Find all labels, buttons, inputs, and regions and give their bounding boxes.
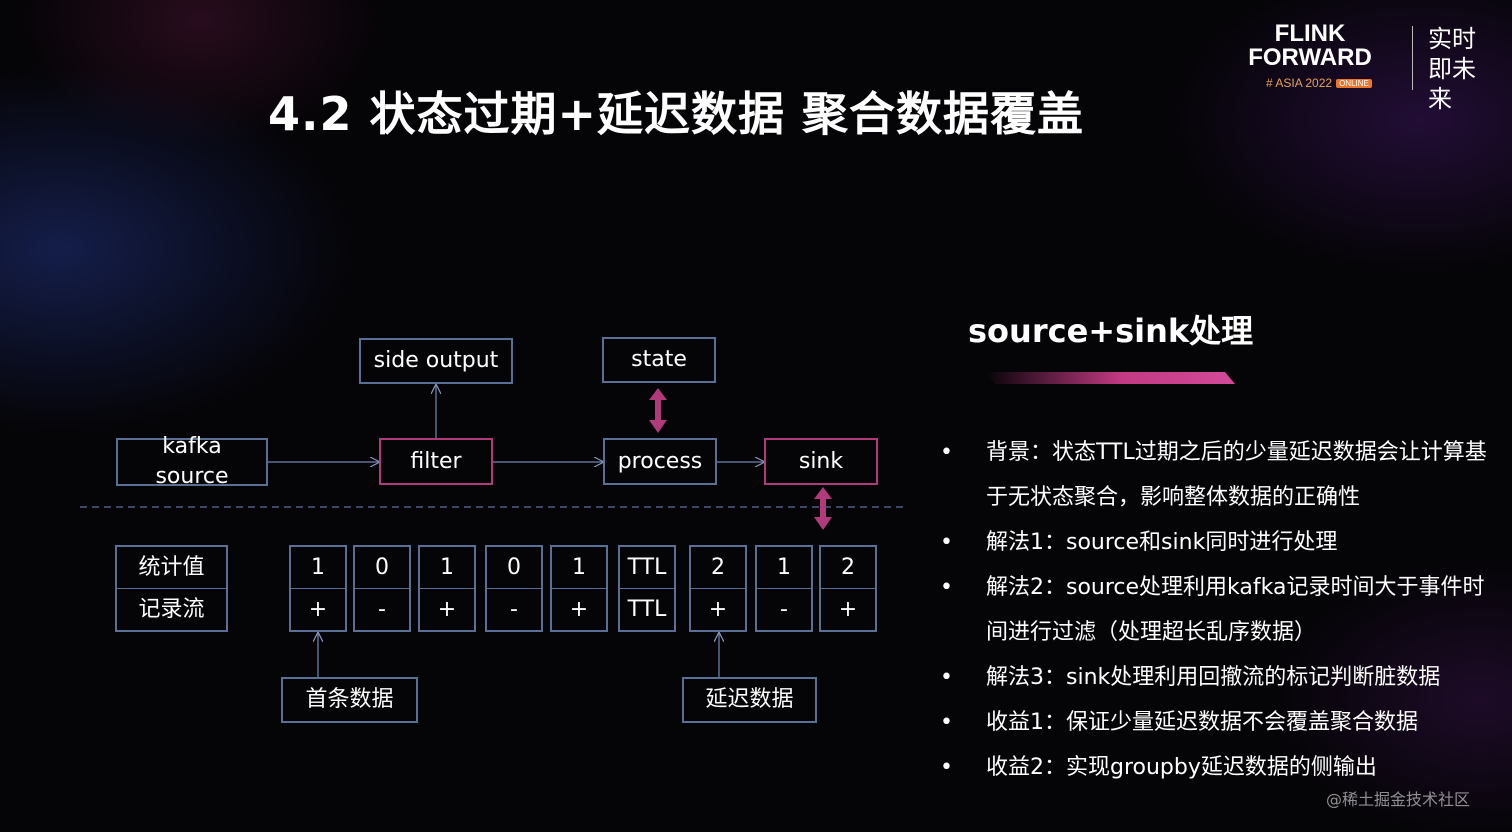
stream-row-label: 记录流 bbox=[115, 588, 228, 632]
side-output-label: side output bbox=[373, 348, 499, 373]
logo-line2: FORWARD bbox=[1248, 44, 1372, 71]
stream-cell-value: + bbox=[838, 597, 858, 622]
process-node: process bbox=[603, 438, 717, 485]
stat-cell: 1 bbox=[550, 545, 608, 589]
stream-cell-value: + bbox=[308, 597, 328, 622]
stream-cell: + bbox=[550, 588, 608, 632]
logo-line1: FLINK bbox=[1274, 20, 1346, 47]
state-node: state bbox=[602, 337, 716, 383]
logo-sub-text: # ASIA 2022 bbox=[1266, 76, 1333, 90]
stat-cell-value: 1 bbox=[440, 555, 454, 580]
sink-node: sink bbox=[764, 438, 878, 485]
logo-online-badge: ONLINE bbox=[1336, 79, 1372, 89]
stream-cell: - bbox=[755, 588, 813, 632]
stat-cell: 2 bbox=[819, 545, 877, 589]
stat-cell: 1 bbox=[289, 545, 347, 589]
stat-cell-value: 0 bbox=[375, 555, 389, 580]
double-arrow-state-process bbox=[649, 388, 667, 433]
stream-cell: + bbox=[819, 588, 877, 632]
stream-cell: + bbox=[418, 588, 476, 632]
kafka-source-node: kafka source bbox=[116, 434, 268, 489]
stat-cell-value: TTL bbox=[627, 555, 667, 580]
stat-cell-value: 2 bbox=[841, 555, 855, 580]
stat-cell-value: 2 bbox=[711, 555, 725, 580]
stream-cell: TTL bbox=[618, 588, 676, 632]
stat-cell-value: 0 bbox=[507, 555, 521, 580]
stat-cell: 1 bbox=[418, 545, 476, 589]
stat-cell-value: 1 bbox=[311, 555, 325, 580]
bullet-item: 解法2：source处理利用kafka记录时间大于事件时间进行过滤（处理超长乱序… bbox=[940, 565, 1505, 655]
state-label: state bbox=[631, 347, 687, 372]
stream-cell-value: - bbox=[510, 597, 518, 622]
stream-cell-value: - bbox=[378, 597, 386, 622]
stream-cell: + bbox=[289, 588, 347, 632]
watermark: @稀土掘金技术社区 bbox=[1326, 790, 1471, 809]
bullet-item: 收益2：实现groupby延迟数据的侧输出 bbox=[940, 745, 1505, 790]
section-title: source+sink处理 bbox=[968, 312, 1254, 350]
stat-row-label-text: 统计值 bbox=[138, 554, 205, 580]
sink-label: sink bbox=[798, 448, 844, 474]
stat-cell-value: 1 bbox=[572, 555, 586, 580]
stream-cell: + bbox=[689, 588, 747, 632]
process-label: process bbox=[617, 448, 703, 474]
bullet-list: 背景：状态TTL过期之后的少量延迟数据会让计算基于无状态聚合，影响整体数据的正确… bbox=[940, 430, 1505, 790]
stat-cell: 1 bbox=[755, 545, 813, 589]
late-data-label: 延迟数据 bbox=[705, 687, 794, 712]
stream-cell-value: + bbox=[569, 597, 589, 622]
stat-cell: 0 bbox=[353, 545, 411, 589]
side-output-node: side output bbox=[359, 338, 513, 384]
stream-cell: - bbox=[485, 588, 543, 632]
slide-title: 4.2 状态过期+延迟数据 聚合数据覆盖 bbox=[268, 87, 1085, 141]
stream-row-label-text: 记录流 bbox=[138, 596, 205, 622]
kafka-source-label: kafka source bbox=[155, 434, 229, 489]
late-data-annotation: 延迟数据 bbox=[682, 677, 817, 723]
first-data-label: 首条数据 bbox=[305, 687, 394, 712]
stream-cell-value: + bbox=[437, 597, 457, 622]
bullet-item: 解法3：sink处理利用回撤流的标记判断脏数据 bbox=[940, 655, 1505, 700]
stream-cell-value: TTL bbox=[627, 597, 667, 622]
filter-node: filter bbox=[379, 438, 493, 485]
stat-cell: TTL bbox=[618, 545, 676, 589]
stat-row-label: 统计值 bbox=[115, 545, 228, 589]
stream-cell-value: - bbox=[780, 597, 788, 622]
bullet-item: 背景：状态TTL过期之后的少量延迟数据会让计算基于无状态聚合，影响整体数据的正确… bbox=[940, 430, 1505, 520]
first-data-annotation: 首条数据 bbox=[281, 677, 418, 723]
logo-divider bbox=[1412, 26, 1413, 90]
logo-wordmark: FLINK FORWARD bbox=[1236, 22, 1384, 70]
stat-cell: 2 bbox=[689, 545, 747, 589]
stream-cell: - bbox=[353, 588, 411, 632]
bullet-item: 收益1：保证少量延迟数据不会覆盖聚合数据 bbox=[940, 700, 1505, 745]
stat-cell: 0 bbox=[485, 545, 543, 589]
double-arrow-sink-stream bbox=[814, 487, 832, 530]
bullet-item: 解法1：source和sink同时进行处理 bbox=[940, 520, 1505, 565]
section-title-underline bbox=[985, 372, 1235, 384]
filter-label: filter bbox=[410, 448, 462, 474]
stream-cell-value: + bbox=[708, 597, 728, 622]
logo-chinese-slogan: 实时即未来 bbox=[1428, 25, 1476, 113]
stat-cell-value: 1 bbox=[777, 555, 791, 580]
